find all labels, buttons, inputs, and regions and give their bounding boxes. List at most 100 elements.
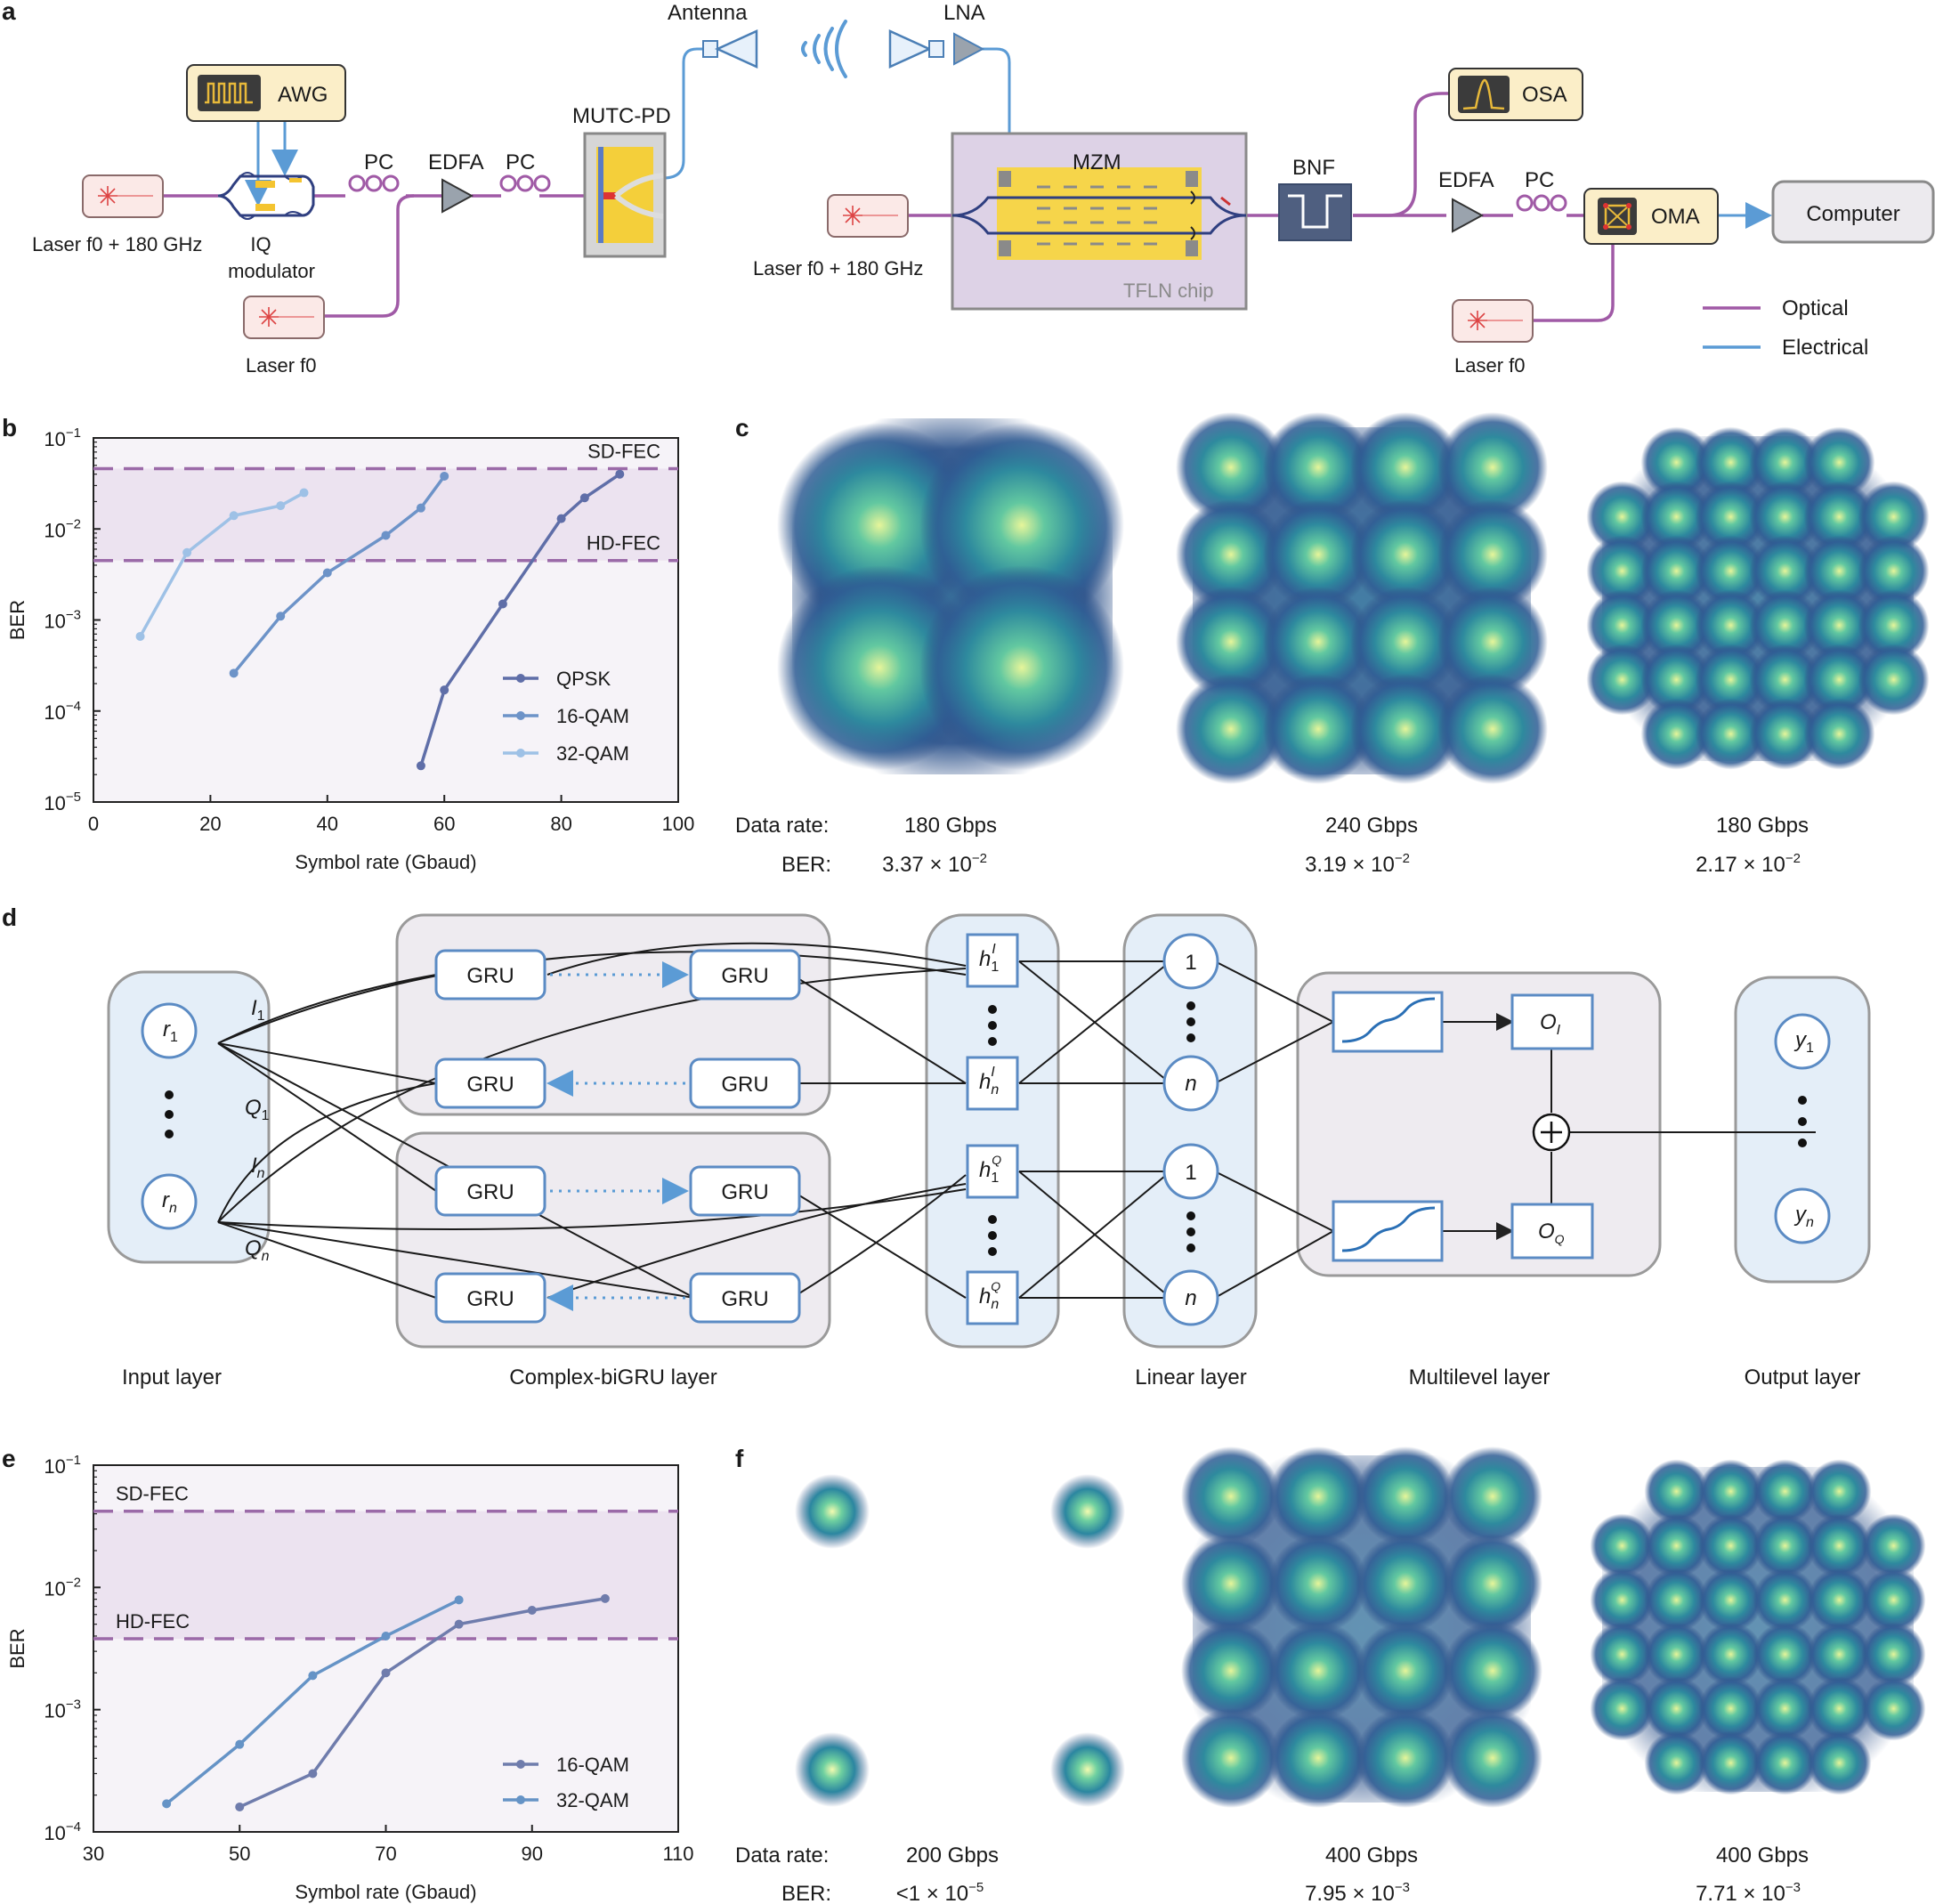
constellation-point: [1437, 412, 1548, 523]
tfln-chip: MZM TFLN chip: [951, 132, 1248, 311]
data-point: [527, 1606, 537, 1616]
c-ber-2: 3.19 × 10−2: [1305, 851, 1410, 877]
data-point: [454, 1595, 464, 1605]
series-line: [419, 473, 621, 766]
svg-text:OI: OI: [1540, 1010, 1561, 1038]
output-q-node: [1510, 1203, 1594, 1260]
constellation-point: [1698, 1622, 1763, 1687]
y-axis-label: BER: [6, 600, 28, 640]
layer-label-linear: Linear layer: [1135, 1365, 1246, 1390]
constellation-point: [1640, 535, 1712, 607]
legend-marker: [516, 749, 525, 758]
x-tick-label: 80: [550, 813, 571, 835]
constellation-point: [1803, 481, 1875, 553]
constellation-point: [1644, 1459, 1709, 1524]
laser-lo-rx: Laser f0: [1452, 299, 1534, 377]
data-point: [308, 1671, 318, 1681]
threshold-label: HD-FEC: [116, 1610, 190, 1633]
data-point: [454, 1619, 464, 1629]
constellation-point: [919, 565, 1124, 770]
oma-label: OMA: [1651, 205, 1700, 229]
c-rate-3: 180 Gbps: [1716, 814, 1809, 838]
svg-text:n: n: [1185, 1286, 1196, 1310]
constellation-point: [1590, 1676, 1655, 1741]
data-point: [498, 599, 507, 609]
constellation-point: [1695, 535, 1767, 607]
input-node-r1: [141, 1002, 198, 1059]
gru-label: GRU: [466, 1073, 514, 1097]
osa: OSA: [1448, 68, 1583, 121]
layer-label-bigru: Complex-biGRU layer: [509, 1365, 717, 1390]
data-point: [615, 469, 625, 479]
legend-label: 32-QAM: [556, 1789, 629, 1811]
constellation-point: [1263, 674, 1373, 784]
legend-marker: [516, 711, 525, 720]
computer-label: Computer: [1806, 202, 1899, 226]
y-tick-label: 10−1: [44, 425, 81, 450]
gru-label: GRU: [466, 964, 514, 988]
constellation-point: [1586, 589, 1658, 661]
data-point: [162, 1799, 172, 1809]
hidden-box: [925, 913, 1060, 1349]
constellation-point: [1437, 587, 1548, 697]
panel-d-label: d: [2, 903, 17, 931]
constellation-point: [1749, 481, 1821, 553]
edfa-rx: EDFA: [1438, 168, 1494, 233]
constellation-point: [1640, 589, 1712, 661]
constellation-point: [1176, 587, 1286, 697]
laser-tx-label: Laser f0 + 180 GHz: [32, 233, 202, 255]
awg: AWG: [186, 64, 346, 122]
edfa-tx-label: EDFA: [428, 150, 484, 174]
data-point: [381, 1668, 391, 1678]
constellation-point: [1695, 481, 1767, 553]
panel-e-label: e: [2, 1445, 16, 1472]
constellation-point: [1640, 426, 1712, 498]
gru-label: GRU: [721, 964, 768, 988]
constellation-point: [1753, 1622, 1818, 1687]
lna-label: LNA: [943, 1, 985, 25]
tfln-chip-label: TFLN chip: [1123, 280, 1213, 302]
constellation-point: [1350, 674, 1461, 784]
gru-label: GRU: [721, 1073, 768, 1097]
gru-cell: [689, 1165, 801, 1217]
constellation-point: [1050, 1732, 1125, 1807]
y-tick-label: 10−2: [44, 1575, 81, 1600]
constellation-point: [1181, 1708, 1281, 1808]
constellation-point: [1803, 535, 1875, 607]
x-axis-label: Symbol rate (Gbaud): [295, 851, 476, 873]
constellation-point: [1858, 644, 1930, 716]
f-ber-label: BER:: [781, 1882, 831, 1904]
edfa-rx-label: EDFA: [1438, 168, 1494, 192]
constellation-point: [1268, 1708, 1368, 1808]
constellation-point: [1749, 535, 1821, 607]
legend-optical-label: Optical: [1782, 296, 1849, 320]
constellation-point: [1698, 1568, 1763, 1633]
y-tick-label: 10−2: [44, 516, 81, 541]
constellation-point: [1050, 1474, 1125, 1549]
constellation-point: [1803, 644, 1875, 716]
panel-d: d: [2, 903, 1871, 1390]
c-ber-3: 2.17 × 10−2: [1696, 851, 1801, 877]
pc-tx: PC: [348, 150, 400, 192]
output-i-node: [1510, 993, 1594, 1050]
svg-text:1: 1: [1185, 1161, 1196, 1185]
data-point: [579, 493, 589, 503]
panel-c-label: c: [735, 414, 749, 442]
constellation-point: [1807, 1676, 1872, 1741]
computer: Computer: [1771, 180, 1935, 244]
c-rate-1: 180 Gbps: [904, 814, 997, 838]
constellation-point: [1749, 698, 1821, 770]
constellation-point: [1356, 1446, 1455, 1546]
constellation-point: [919, 423, 1124, 628]
series-line: [232, 474, 446, 675]
staircase-activation-icon: [1332, 1200, 1444, 1262]
layer-label-output: Output layer: [1745, 1365, 1861, 1390]
legend-label: QPSK: [556, 668, 611, 690]
svg-text:1: 1: [1185, 951, 1196, 975]
data-point: [229, 511, 239, 521]
panel-a-legend: Optical Electrical: [1703, 296, 1868, 360]
gru-cell: [434, 1165, 546, 1217]
constellations-f: [795, 1446, 1926, 1808]
bnf: BNF: [1278, 156, 1352, 241]
legend-marker: [516, 674, 525, 683]
